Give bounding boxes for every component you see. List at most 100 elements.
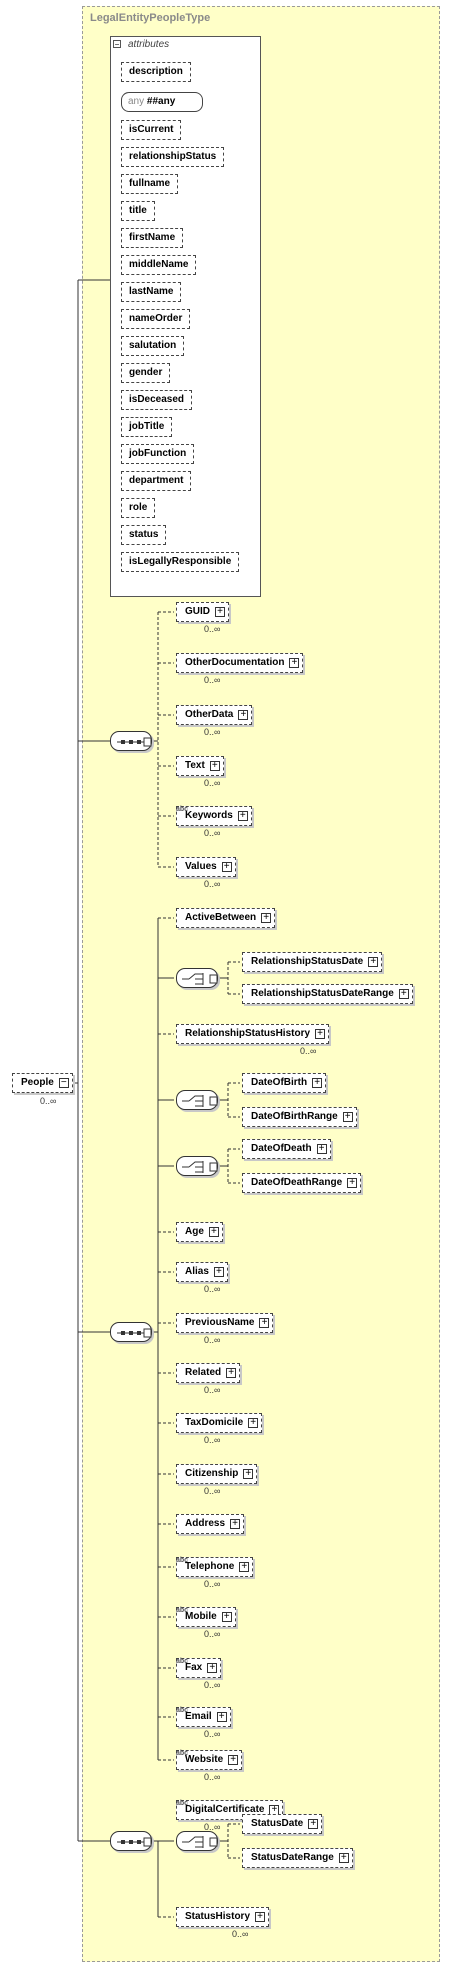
attribute-title[interactable]: title [121,201,155,221]
element-OtherData[interactable]: OtherData+ [176,705,253,725]
expand-icon[interactable]: + [208,1227,219,1237]
element-StatusDateRange[interactable]: StatusDateRange+ [242,1848,353,1868]
collapse-icon[interactable]: − [58,1078,69,1088]
expand-icon[interactable]: + [209,761,220,771]
element-Alias[interactable]: Alias+ [176,1262,228,1282]
sequence-icon [110,1322,152,1342]
element-StatusHistory[interactable]: StatusHistory+ [176,1907,270,1927]
expand-icon[interactable]: + [259,1318,270,1328]
element-Citizenship[interactable]: Citizenship+ [176,1464,258,1484]
simple-type-icon: abc [176,1658,189,1665]
attribute-isDeceased[interactable]: isDeceased [121,390,193,410]
cardinality: 0..∞ [204,1680,221,1690]
cardinality: 0..∞ [204,1772,221,1782]
element-DateOfDeath[interactable]: DateOfDeath+ [242,1139,331,1159]
expand-icon[interactable]: + [237,811,248,821]
attribute-fullname[interactable]: fullname [121,174,179,194]
simple-type-icon: abc [176,1707,189,1714]
cardinality: 0..∞ [204,675,221,685]
expand-icon[interactable]: + [316,1144,327,1154]
expand-icon[interactable]: + [228,1755,239,1765]
attribute-description[interactable]: description [121,62,191,82]
expand-icon[interactable]: + [213,1267,224,1277]
element-RelationshipStatusHistory[interactable]: RelationshipStatusHistory+ [176,1024,330,1044]
expand-icon[interactable]: + [238,710,249,720]
element-Text[interactable]: Text+ [176,756,224,776]
root-element-people[interactable]: People− [12,1073,73,1093]
element-Values[interactable]: Values+ [176,857,236,877]
choice-icon [176,1831,218,1851]
expand-icon[interactable]: + [226,1368,237,1378]
element-RelationshipStatusDate[interactable]: RelationshipStatusDate+ [242,952,383,972]
expand-icon[interactable]: + [312,1078,323,1088]
cardinality: 0..∞ [204,1385,221,1395]
attribute-firstName[interactable]: firstName [121,228,184,248]
expand-icon[interactable]: + [221,1612,232,1622]
attribute-isCurrent[interactable]: isCurrent [121,120,182,140]
sequence-icon [110,731,152,751]
expand-icon[interactable]: + [207,1663,218,1673]
sequence-icon [110,1831,152,1851]
attribute-role[interactable]: role [121,498,156,518]
type-title: LegalEntityPeopleType [90,12,211,24]
element-StatusDate[interactable]: StatusDate+ [242,1814,323,1834]
collapse-icon[interactable]: − [113,40,121,49]
expand-icon[interactable]: + [368,957,379,967]
simple-type-icon: abc [176,1557,189,1564]
expand-icon[interactable]: + [216,1712,227,1722]
attribute-jobFunction[interactable]: jobFunction [121,444,195,464]
expand-icon[interactable]: + [338,1853,349,1863]
expand-icon[interactable]: + [243,1469,254,1479]
expand-icon[interactable]: + [347,1178,358,1188]
expand-icon[interactable]: + [215,607,225,617]
simple-type-icon: abc [176,1800,189,1807]
attribute-nameOrder[interactable]: nameOrder [121,309,191,329]
element-Related[interactable]: Related+ [176,1363,241,1383]
element-TaxDomicile[interactable]: TaxDomicile+ [176,1413,263,1433]
expand-icon[interactable]: + [221,862,232,872]
cardinality: 0..∞ [204,879,221,889]
attribute-salutation[interactable]: salutation [121,336,185,356]
cardinality: 0..∞ [204,778,221,788]
attribute-status[interactable]: status [121,525,167,545]
element-DateOfBirth[interactable]: DateOfBirth+ [242,1073,327,1093]
expand-icon[interactable]: + [255,1912,266,1922]
element-Age[interactable]: Age+ [176,1222,223,1242]
attribute-isLegallyResponsible[interactable]: isLegallyResponsible [121,552,240,572]
element-DateOfDeathRange[interactable]: DateOfDeathRange+ [242,1173,362,1193]
cardinality: 0..∞ [204,1486,221,1496]
element-RelationshipStatusDateRange[interactable]: RelationshipStatusDateRange+ [242,984,413,1004]
attributes-header: attributes [128,39,170,50]
attribute-gender[interactable]: gender [121,363,171,383]
expand-icon[interactable]: + [261,913,272,923]
cardinality: 0..∞ [204,1822,221,1832]
expand-icon[interactable]: + [239,1562,250,1572]
element-DateOfBirthRange[interactable]: DateOfBirthRange+ [242,1107,357,1127]
element-Address[interactable]: Address+ [176,1514,245,1534]
attribute-lastName[interactable]: lastName [121,282,182,302]
cardinality: 0..∞ [204,1335,221,1345]
attribute-relationshipStatus[interactable]: relationshipStatus [121,147,225,167]
attribute-jobTitle[interactable]: jobTitle [121,417,173,437]
expand-icon[interactable]: + [289,658,300,668]
element-GUID[interactable]: GUID+ [176,602,229,622]
expand-icon[interactable]: + [315,1029,326,1039]
expand-icon[interactable]: + [230,1519,241,1529]
expand-icon[interactable]: + [342,1112,353,1122]
cardinality: 0..∞ [204,727,221,737]
expand-icon[interactable]: + [308,1819,319,1829]
element-OtherDocumentation[interactable]: OtherDocumentation+ [176,653,304,673]
attribute-department[interactable]: department [121,471,192,491]
element-ActiveBetween[interactable]: ActiveBetween+ [176,908,276,928]
expand-icon[interactable]: + [398,989,409,999]
element-PreviousName[interactable]: PreviousName+ [176,1313,274,1333]
attribute-middleName[interactable]: middleName [121,255,197,275]
expand-icon[interactable]: + [248,1418,259,1428]
